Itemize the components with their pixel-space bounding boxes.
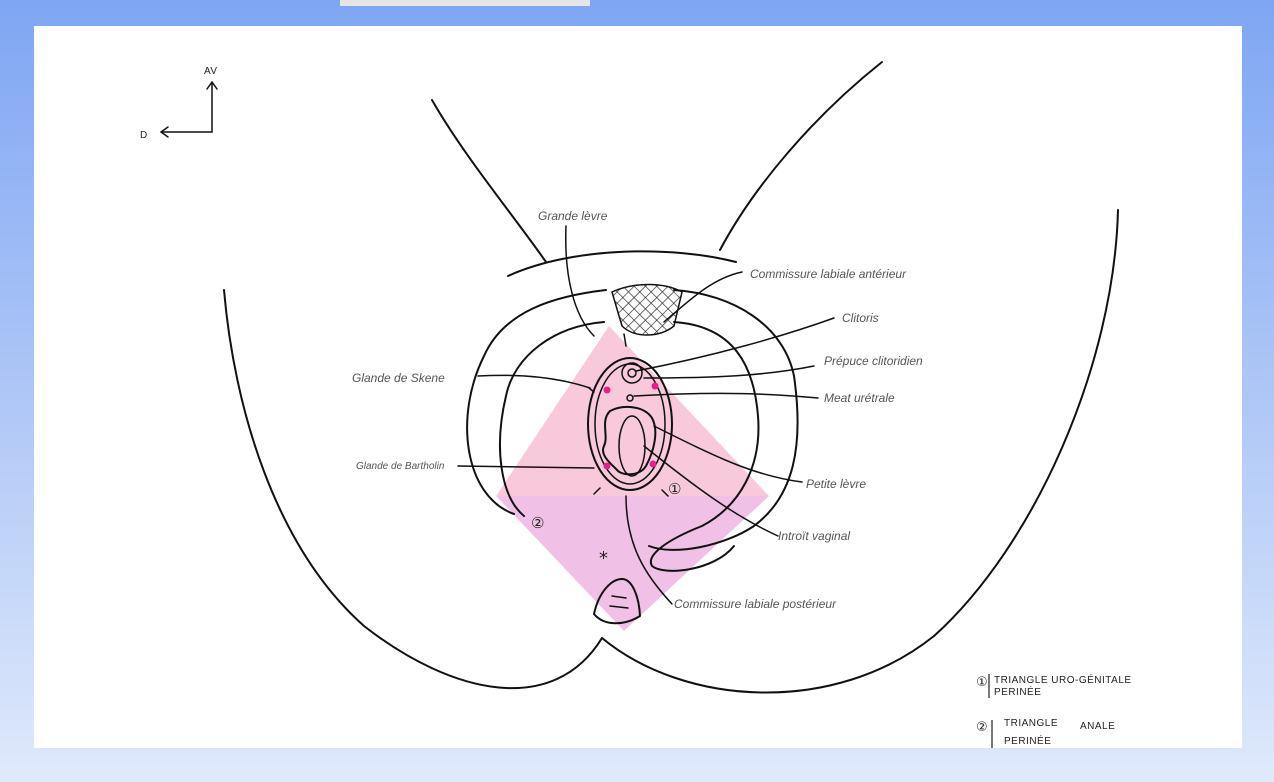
right-thigh-outline — [720, 62, 882, 250]
skene-gland-dot-left — [604, 387, 611, 394]
legend-item1-line2: PERINÉE — [994, 685, 1041, 698]
uro-genital-triangle — [496, 326, 769, 496]
bartholin-gland-dot-right — [650, 461, 657, 468]
legend-item1-number: ① — [976, 675, 988, 690]
label-grande-levre: Grande lèvre — [538, 209, 608, 223]
legend-item1-line1: TRIANGLE URO-GÉNITALE — [994, 673, 1132, 686]
label-meat-uretrale: Meat urétrale — [824, 391, 895, 405]
orientation-axes: AV D — [140, 66, 218, 141]
top-edge-stub — [340, 0, 590, 6]
left-thigh-outline — [432, 100, 546, 262]
legend-item2-line1: TRIANGLE — [1004, 718, 1058, 729]
label-commissure-anterieur: Commissure labiale antérieur — [750, 267, 907, 281]
legend-item2-number: ② — [976, 720, 988, 735]
bartholin-gland-dot-left — [604, 463, 611, 470]
diagram-frame: AV D — [34, 26, 1242, 748]
uro-genital-marker: ① — [668, 480, 681, 498]
label-introit-vaginal: Introït vaginal — [778, 529, 850, 543]
skene-gland-dot-right — [652, 383, 659, 390]
label-petite-levre: Petite lèvre — [806, 477, 866, 491]
anal-triangle-marker: ② — [531, 514, 544, 532]
right-label: D — [140, 130, 148, 141]
label-glande-bartholin: Glande de Bartholin — [356, 461, 445, 472]
center-marker: * — [599, 548, 608, 569]
label-commissure-posterieur: Commissure labiale postérieur — [674, 597, 837, 611]
label-glande-skene: Glande de Skene — [352, 371, 445, 385]
label-clitoris: Clitoris — [842, 311, 879, 325]
anterior-label: AV — [204, 66, 218, 77]
legend-item2-line2: PERINÉE — [1004, 734, 1051, 747]
legend-item2-extra: ANALE — [1080, 721, 1115, 732]
legend: ① TRIANGLE URO-GÉNITALE PERINÉE ② TRIANG… — [976, 673, 1132, 748]
perineum-diagram: AV D — [34, 26, 1242, 748]
label-prepuce: Prépuce clitoridien — [824, 354, 923, 368]
